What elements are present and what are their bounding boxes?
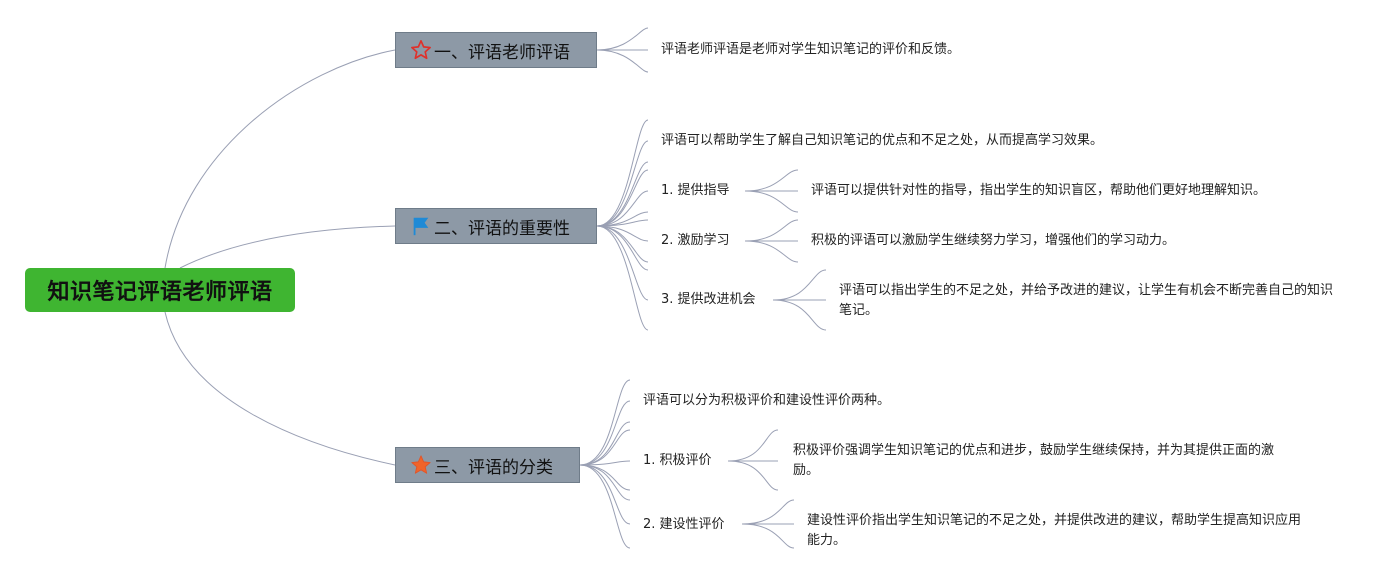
subtopic-constructive-evaluation-detail[interactable]: 建设性评价指出学生知识笔记的不足之处，并提供改进的建议，帮助学生提高知识应用能力… — [807, 513, 1302, 548]
blue-flag-icon — [410, 215, 432, 237]
branch-topic-1[interactable]: 一、评语老师评语 — [395, 32, 597, 68]
branch-1-note[interactable]: 评语老师评语是老师对学生知识笔记的评价和反馈。 — [661, 42, 961, 57]
subtopic-constructive-evaluation[interactable]: 2. 建设性评价 — [643, 517, 725, 532]
branch-2-note[interactable]: 评语可以帮助学生了解自己知识笔记的优点和不足之处，从而提高学习效果。 — [661, 133, 1104, 148]
subtopic-positive-evaluation[interactable]: 1. 积极评价 — [643, 453, 712, 468]
orange-star-icon — [410, 454, 432, 476]
root-topic-label: 知识笔记评语老师评语 — [47, 280, 273, 305]
subtopic-provide-guidance[interactable]: 1. 提供指导 — [661, 183, 730, 198]
branch-topic-3[interactable]: 三、评语的分类 — [395, 447, 580, 483]
subtopic-motivate-learning[interactable]: 2. 激励学习 — [661, 233, 730, 248]
root-topic[interactable]: 知识笔记评语老师评语 — [25, 268, 295, 312]
branch-topic-2-label: 二、评语的重要性 — [434, 218, 570, 239]
branch-topic-3-label: 三、评语的分类 — [434, 457, 553, 478]
subtopic-provide-guidance-detail[interactable]: 评语可以提供针对性的指导，指出学生的知识盲区，帮助他们更好地理解知识。 — [811, 183, 1267, 198]
subtopic-improvement-opportunity-detail[interactable]: 评语可以指出学生的不足之处，并给予改进的建议，让学生有机会不断完善自己的知识笔记… — [839, 283, 1334, 318]
branch-3-note[interactable]: 评语可以分为积极评价和建设性评价两种。 — [643, 393, 891, 408]
outline-star-icon — [410, 39, 432, 61]
branch-topic-2[interactable]: 二、评语的重要性 — [395, 208, 597, 244]
subtopic-positive-evaluation-detail[interactable]: 积极评价强调学生知识笔记的优点和进步，鼓励学生继续保持，并为其提供正面的激励。 — [793, 443, 1275, 478]
subtopic-improvement-opportunity[interactable]: 3. 提供改进机会 — [661, 292, 756, 307]
branch-topic-1-label: 一、评语老师评语 — [434, 42, 570, 63]
subtopic-motivate-learning-detail[interactable]: 积极的评语可以激励学生继续努力学习，增强他们的学习动力。 — [811, 233, 1176, 248]
